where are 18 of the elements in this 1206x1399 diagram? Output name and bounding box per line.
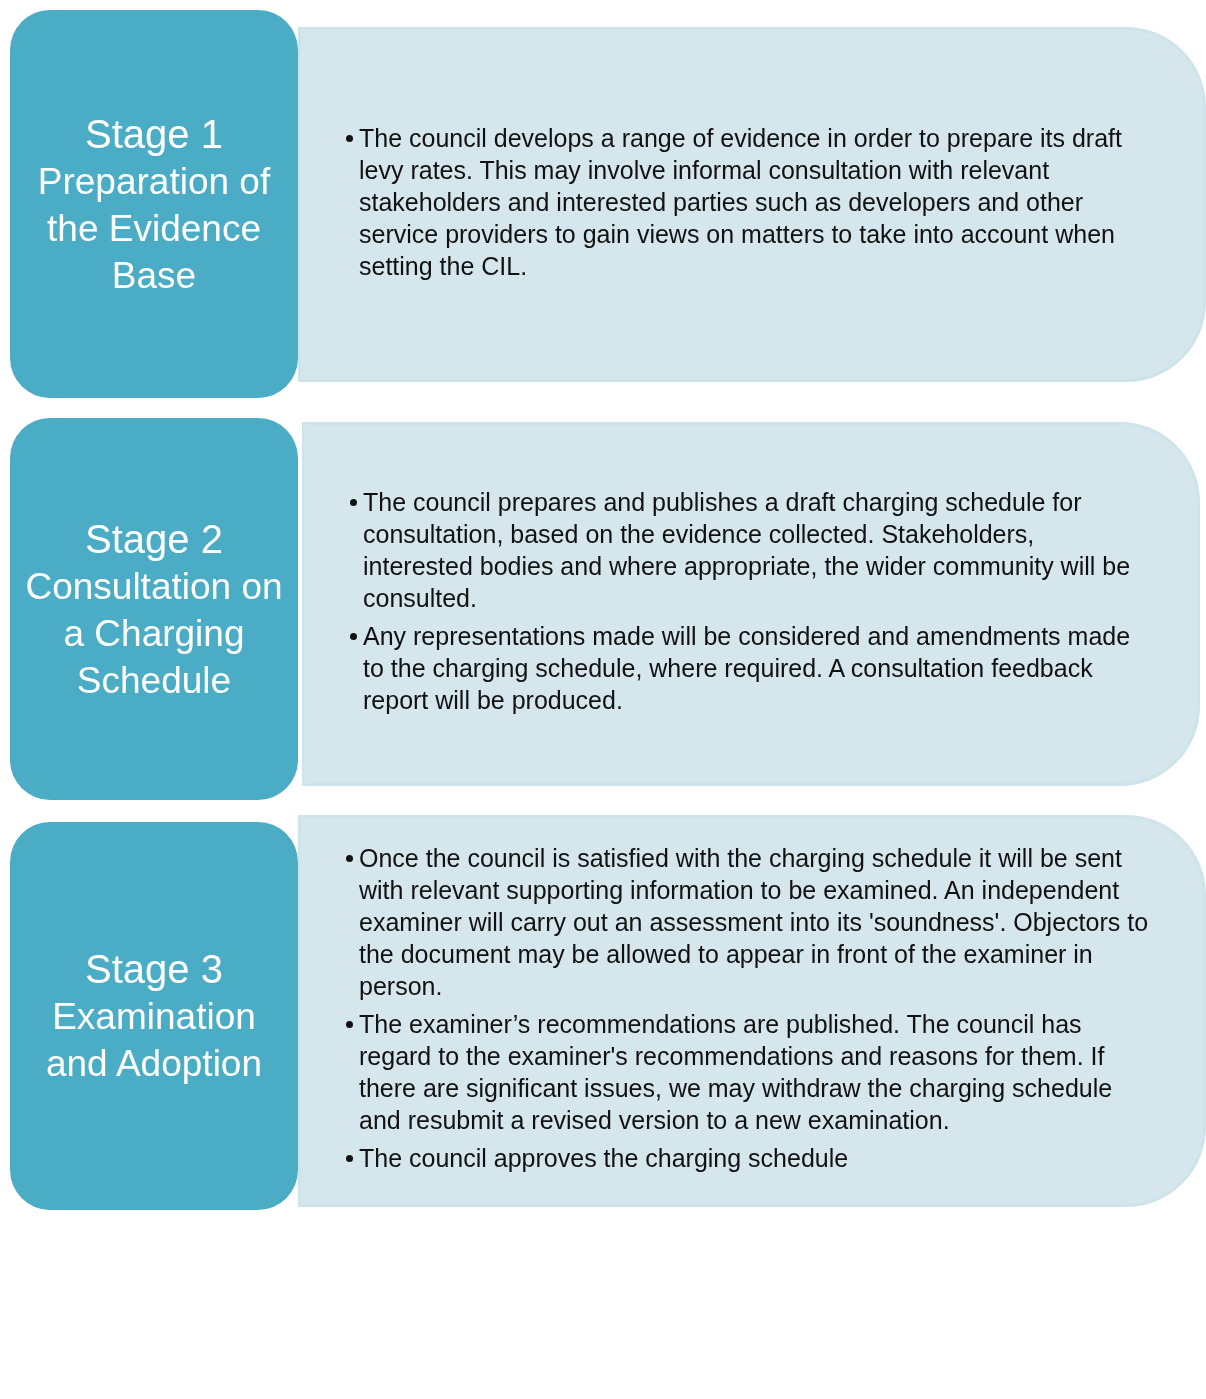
description-panel bbox=[298, 27, 1206, 382]
bullet-text: Any representations made will be considered and amendments made to the charging schedule, where required. A consultation feedback report will be produced. bbox=[363, 622, 1131, 714]
stage-box bbox=[10, 418, 298, 800]
description-panel bbox=[302, 422, 1200, 786]
bullet-text: The examiner’s recommendations are published. The council has regard to the examiner's recommendations and reasons for them. If there are significant issues, we may withdraw the charging schedule and resubmit a revised version to a new examination. bbox=[359, 1010, 1113, 1134]
stage-box bbox=[10, 10, 298, 398]
stage-heading: Stage 1 bbox=[85, 110, 223, 158]
stage-box bbox=[10, 822, 298, 1210]
stage-title: Preparation of the Evidence Base bbox=[36, 159, 272, 298]
stage-title: Examination and Adoption bbox=[44, 995, 263, 1086]
bullet-text: The council prepares and publishes a draft charging schedule for consultation, based on the evidence collected. Stakeholders, interested bodies and where appropriate, the wider community will be consulted. bbox=[363, 488, 1131, 612]
bullet-text: Once the council is satisfied with the charging schedule it will be sent with relevant supporting information to be examined. An independent examiner will carry out an assessment into its 'soundness'. Objectors to the document may be allowed to appear in front of the examiner in person. bbox=[359, 844, 1149, 1000]
bullet-text: The council develops a range of evidence in order to prepare its draft levy rates. This may involve informal consultation with relevant stakeholders and interested parties such as developers and other service providers to gain views on matters to take into account when setting the CIL. bbox=[359, 123, 1122, 280]
stage-title: Consultation on a Charging Schedule bbox=[24, 564, 284, 703]
stage-heading: Stage 3 bbox=[85, 946, 223, 993]
bullet-text: The council approves the charging schedule bbox=[359, 1144, 849, 1172]
stage-heading: Stage 2 bbox=[85, 515, 223, 563]
description-panel bbox=[298, 815, 1206, 1207]
